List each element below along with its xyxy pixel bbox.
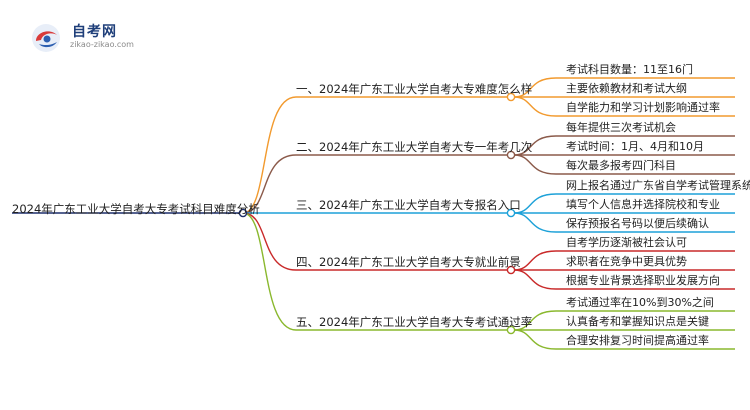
leaf-topic: 考试时间：1月、4月和10月 (566, 140, 704, 153)
leaf-topic: 求职者在竞争中更具优势 (566, 255, 687, 268)
leaf-topic: 每次最多报考四门科目 (566, 159, 676, 172)
leaf-topic: 主要依赖教材和考试大纲 (566, 82, 687, 95)
branch-topic: 四、2024年广东工业大学自考大专就业前景 (296, 255, 521, 269)
branch-topic: 五、2024年广东工业大学自考大专考试通过率 (296, 315, 533, 329)
branch-topic: 二、2024年广东工业大学自考大专一年考几次 (296, 140, 533, 154)
logo-title: 自考网 (72, 24, 117, 40)
leaf-connector (513, 96, 557, 117)
leaf-topic: 自考学历逐渐被社会认可 (566, 236, 687, 249)
leaf-connector (513, 269, 557, 290)
leaf-topic: 考试科目数量：11至16门 (566, 63, 693, 76)
leaf-topic: 填写个人信息并选择院校和专业 (566, 198, 720, 211)
root-topic: 2024年广东工业大学自考大专考试科目难度分析 (12, 202, 260, 216)
branch-collapse-toggle[interactable] (506, 150, 516, 160)
leaf-topic: 网上报名通过广东省自学考试管理系统 (566, 179, 750, 192)
branch-collapse-toggle[interactable] (506, 92, 516, 102)
branch-connector (242, 212, 297, 331)
graduation-cap-icon (32, 24, 60, 52)
leaf-connector (513, 212, 557, 233)
branch-connector (242, 154, 297, 214)
leaf-connector (513, 154, 557, 175)
branch-topic: 一、2024年广东工业大学自考大专难度怎么样 (296, 82, 533, 96)
leaf-topic: 保存预报名号码以便后续确认 (566, 217, 709, 230)
root-collapse-toggle[interactable] (238, 208, 248, 218)
branch-topic: 三、2024年广东工业大学自考大专报名入口 (296, 198, 521, 212)
branch-collapse-toggle[interactable] (506, 265, 516, 275)
branch-connector (242, 96, 297, 214)
site-logo[interactable]: 自考网 zikao-zikao.com (30, 20, 170, 60)
leaf-topic: 认真备考和掌握知识点是关键 (566, 315, 709, 328)
leaf-topic: 合理安排复习时间提高通过率 (566, 334, 709, 347)
logo-url: zikao-zikao.com (70, 40, 134, 49)
leaf-topic: 每年提供三次考试机会 (566, 121, 676, 134)
branch-connector (242, 212, 297, 271)
leaf-topic: 自学能力和学习计划影响通过率 (566, 101, 720, 114)
branch-collapse-toggle[interactable] (506, 325, 516, 335)
leaf-connector (513, 329, 557, 350)
branch-collapse-toggle[interactable] (506, 208, 516, 218)
leaf-topic: 根据专业背景选择职业发展方向 (566, 274, 720, 287)
leaf-topic: 考试通过率在10%到30%之间 (566, 296, 714, 309)
